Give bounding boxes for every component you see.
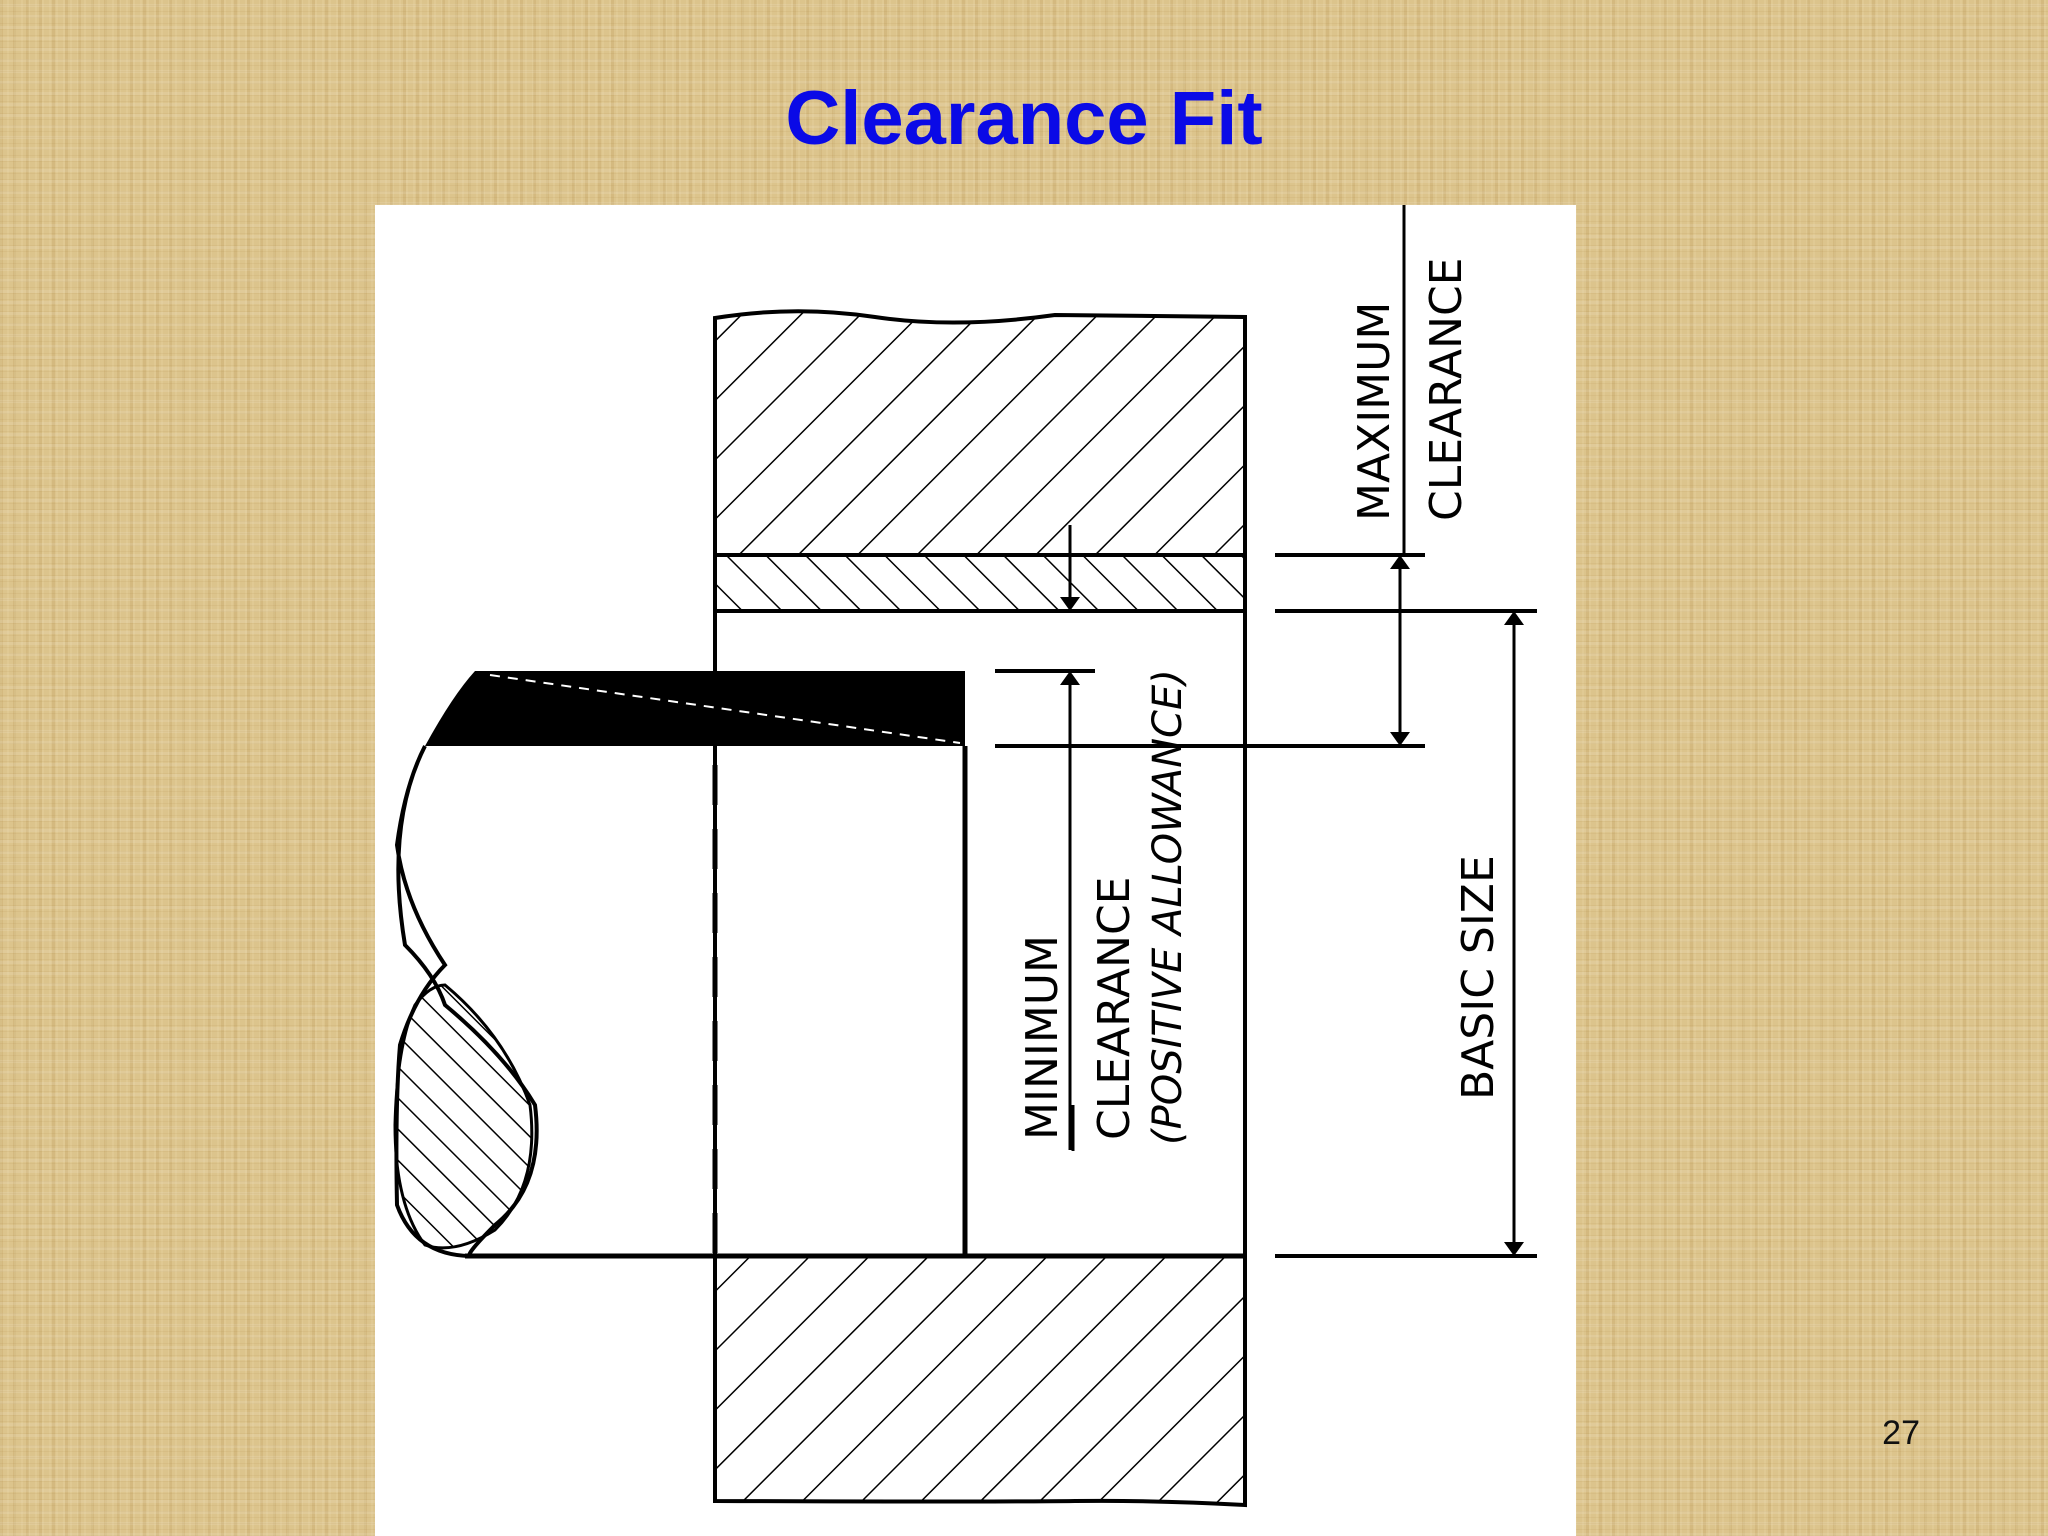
shaft — [393, 671, 1245, 1259]
diagram-panel: MAXIMUM CLEARANCE MINIMUM CLEARANCE (POS… — [375, 205, 1576, 1536]
min-clearance-label: CLEARANCE — [1089, 877, 1140, 1140]
upper-hole-wall — [713, 309, 1247, 613]
basic-size-label: BASIC SIZE — [1453, 855, 1504, 1100]
positive-allowance-label: (POSITIVE ALLOWANCE) — [1145, 669, 1191, 1145]
maximum-label: MAXIMUM — [1349, 302, 1400, 521]
slide-title: Clearance Fit — [785, 76, 1263, 161]
lower-hole-wall — [713, 1254, 1247, 1508]
minimum-label: MINIMUM — [1017, 935, 1068, 1140]
page-number: 27 — [1882, 1414, 1920, 1452]
clearance-fit-diagram: MAXIMUM CLEARANCE MINIMUM CLEARANCE (POS… — [393, 205, 1537, 1508]
max-clearance-label: CLEARANCE — [1421, 258, 1472, 521]
